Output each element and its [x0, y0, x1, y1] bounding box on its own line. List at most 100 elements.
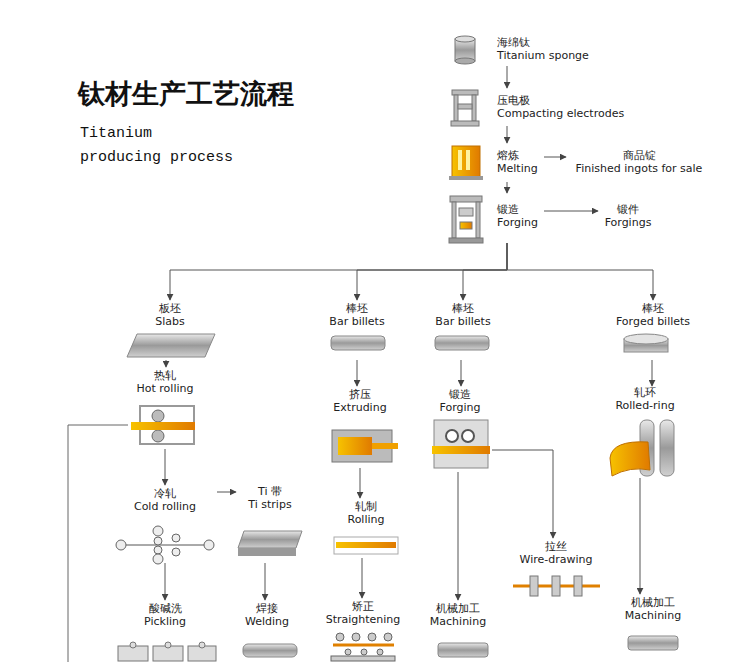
flow-arrow [165, 563, 166, 600]
step-name-en: Compacting electrodes [497, 107, 624, 120]
flow-arrow [507, 66, 508, 88]
step-name-zh: 挤压 [349, 388, 371, 401]
process-step: 锻件Forgings [598, 202, 658, 232]
flow-arrow [458, 472, 459, 600]
extruder-icon [332, 430, 398, 462]
ring-roll-icon [610, 420, 674, 476]
flow-arrow [217, 492, 236, 493]
process-step: 酸碱洗Pickling [113, 600, 217, 662]
disc-icon [624, 334, 668, 352]
step-name-zh: 棒坯 [346, 302, 368, 315]
forge-press-icon [449, 196, 483, 243]
step-name-en: Extruding [333, 401, 386, 414]
wire-drawing-icon [513, 576, 600, 596]
step-name-en: Ti strips [248, 498, 291, 511]
rolling-icon [334, 537, 398, 554]
process-step: 焊接Welding [232, 600, 302, 662]
forging-icon [432, 420, 490, 468]
process-step: 棒坯Bar billets [430, 300, 496, 360]
step-name-zh: 棒坯 [642, 302, 664, 315]
step-name-en: Melting [497, 162, 538, 175]
process-step: 轧环Rolled-ring [600, 386, 690, 478]
step-name-zh: 酸碱洗 [149, 602, 182, 615]
process-step: 冷轧Cold rolling [113, 485, 217, 563]
step-name-zh: 商品锭 [623, 149, 656, 162]
slab-icon [127, 334, 215, 357]
step-name-zh: 海绵钛 [497, 36, 530, 49]
step-name-zh: 矫正 [352, 600, 374, 613]
process-step: 压电极Compacting electrodes [450, 88, 631, 126]
step-name-en: Forging [440, 401, 481, 414]
step-name-en: Cold rolling [134, 500, 196, 513]
process-step: 机械加工Machining [612, 594, 694, 660]
process-step: 轧制Rolling [330, 498, 402, 558]
process-step: 棒坯Bar billets [325, 300, 389, 360]
process-step: 棒坯Forged billets [612, 300, 694, 360]
flow-arrow [544, 211, 598, 212]
flow-arrow [507, 243, 653, 300]
flow-arrow [165, 449, 166, 485]
step-name-en: Pickling [144, 615, 186, 628]
bar-billet-icon [331, 336, 385, 350]
step-name-en: Forged billets [616, 315, 690, 328]
step-name-zh: 熔炼 [497, 149, 519, 162]
furnace-icon [449, 146, 483, 180]
step-name-zh: 锻件 [617, 203, 639, 216]
step-name-en: Bar billets [435, 315, 490, 328]
cold-rolling-icon [116, 526, 214, 564]
step-name-en: Rolling [347, 513, 384, 526]
flow-arrow [492, 450, 553, 538]
flow-arrow [544, 157, 566, 158]
process-step: 机械加工Machining [422, 600, 494, 662]
step-name-en: Machining [430, 615, 486, 628]
process-step: 板坯Slabs [125, 300, 215, 360]
step-name-zh: 冷轧 [154, 487, 176, 500]
machined-part-icon [628, 636, 678, 650]
step-name-en: Wire-drawing [520, 553, 593, 566]
press-icon [451, 90, 479, 126]
process-step: Ti 带Ti strips [236, 483, 304, 563]
weld-tube-icon [243, 644, 297, 657]
step-name-zh: Ti 带 [258, 485, 282, 498]
step-name-en: Finished ingots for sale [576, 162, 703, 175]
step-name-zh: 拉丝 [545, 540, 567, 553]
step-name-en: Slabs [155, 315, 185, 328]
flow-arrow [463, 243, 507, 300]
step-name-en: Forging [497, 216, 538, 229]
process-step: 锻造Forging [450, 193, 544, 243]
step-name-zh: 锻造 [449, 388, 471, 401]
hot-rolling-icon [131, 406, 195, 444]
step-name-zh: 机械加工 [436, 602, 480, 615]
step-name-zh: 压电极 [497, 94, 530, 107]
step-name-zh: 锻造 [497, 203, 519, 216]
step-name-zh: 棒坯 [452, 302, 474, 315]
flow-arrow [170, 243, 507, 300]
flow-arrow [357, 243, 507, 300]
flow-arrow [166, 360, 167, 367]
flow-arrow [640, 478, 641, 594]
step-name-zh: 机械加工 [631, 596, 675, 609]
step-name-zh: 轧制 [355, 500, 377, 513]
step-name-en: Hot rolling [137, 382, 194, 395]
step-name-en: Titanium sponge [497, 49, 589, 62]
leader-line [68, 425, 128, 662]
step-name-zh: 热轧 [154, 369, 176, 382]
step-name-en: Bar billets [329, 315, 384, 328]
step-name-en: Straightening [326, 613, 401, 626]
strip-icon [238, 531, 302, 556]
subtitle: Titanium producing process [80, 122, 238, 170]
process-step: 熔炼Melting [450, 143, 544, 182]
process-step: 锻造Forging [428, 386, 492, 472]
process-step: 矫正Straightening [318, 598, 408, 662]
step-name-en: Forgings [605, 216, 652, 229]
step-name-en: Welding [245, 615, 289, 628]
step-name-en: Machining [625, 609, 681, 622]
process-step: 热轧Hot rolling [122, 367, 208, 449]
flow-arrow [265, 563, 266, 600]
flow-arrow [461, 360, 462, 386]
sponge-icon [455, 36, 475, 64]
flow-arrow [357, 360, 358, 386]
machined-part-icon [438, 643, 488, 657]
bar-billet-icon [435, 336, 489, 350]
